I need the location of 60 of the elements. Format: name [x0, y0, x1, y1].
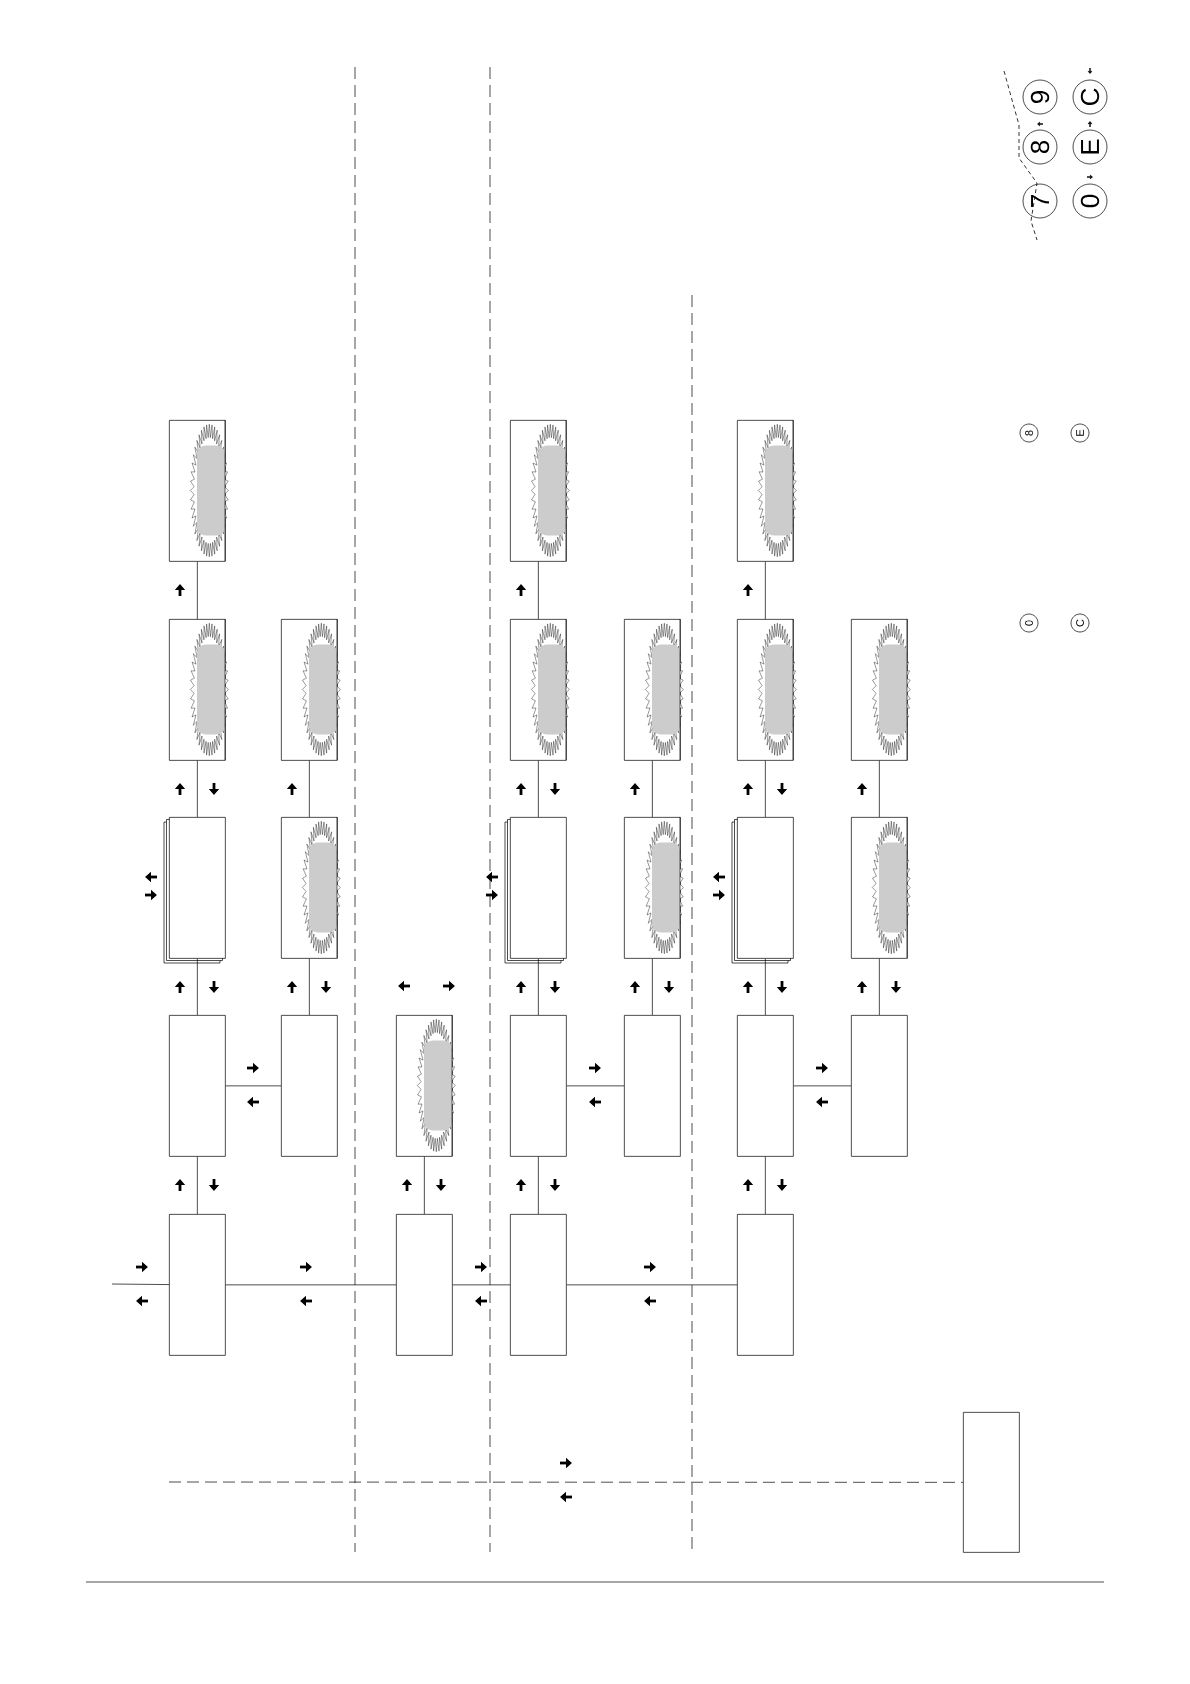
flashing-screen-box: [396, 1014, 456, 1157]
stacked-screen-box: [163, 817, 226, 964]
connector-line: [538, 1156, 539, 1215]
connector-line: [652, 958, 653, 1016]
key-button: C: [1072, 79, 1108, 115]
screen-box: [963, 1412, 1020, 1553]
stacked-screen-box: [504, 817, 567, 964]
connector-line: [424, 1156, 425, 1215]
connector-line: [309, 760, 310, 818]
flashing-screen-box: [737, 419, 797, 562]
connector-line: [452, 1284, 511, 1286]
key-button: 8: [1022, 129, 1058, 165]
screen-box: [169, 1015, 226, 1157]
flashing-screen-box: [624, 816, 684, 959]
key-button: 7: [1022, 183, 1058, 219]
flashing-screen-box: [737, 618, 797, 761]
connector-line: [538, 958, 539, 1016]
connector-line: [197, 561, 198, 620]
key-button: 0: [1072, 183, 1108, 219]
connector-line: [225, 1085, 282, 1087]
screen-box: [851, 1015, 908, 1157]
screen-box: [737, 1015, 794, 1157]
connector-line: [652, 760, 653, 818]
connector-line: [765, 561, 766, 620]
connector-line: [225, 1284, 397, 1286]
connector-line: [538, 760, 539, 818]
connector-line: [765, 958, 766, 1016]
screen-box: [510, 1015, 567, 1157]
key-button: E: [1072, 129, 1108, 165]
flashing-screen-box: [169, 419, 229, 562]
connector-line: [309, 958, 310, 1016]
connector-line: [197, 760, 198, 818]
screen-box: [624, 1015, 681, 1157]
connector-line: [566, 1085, 625, 1087]
connector-line: [879, 958, 880, 1016]
flashing-screen-box: [624, 618, 684, 761]
connector-line: [765, 760, 766, 818]
screen-box: [737, 1214, 794, 1356]
key-button: 9: [1022, 79, 1058, 115]
flashing-screen-box: [281, 618, 341, 761]
screen-box: [281, 1015, 338, 1157]
connector-line: [879, 760, 880, 818]
screen-box: [396, 1214, 453, 1356]
connector-line: [793, 1085, 852, 1087]
connector-line: [765, 1156, 766, 1215]
flashing-screen-box: [510, 419, 570, 562]
screen-box: [169, 1214, 226, 1356]
flashing-screen-box: [851, 618, 911, 761]
connector-line: [538, 561, 539, 620]
stacked-screen-box: [731, 817, 794, 964]
dashed-connector: [168, 1481, 964, 1483]
flashing-screen-box: [510, 618, 570, 761]
connector-line: [197, 958, 198, 1016]
screen-box: [510, 1214, 567, 1356]
flashing-screen-box: [169, 618, 229, 761]
flashing-screen-box: [281, 816, 341, 959]
connector-line: [566, 1284, 738, 1286]
connector-line: [111, 1283, 170, 1285]
flashing-screen-box: [851, 816, 911, 959]
connector-line: [197, 1156, 198, 1215]
